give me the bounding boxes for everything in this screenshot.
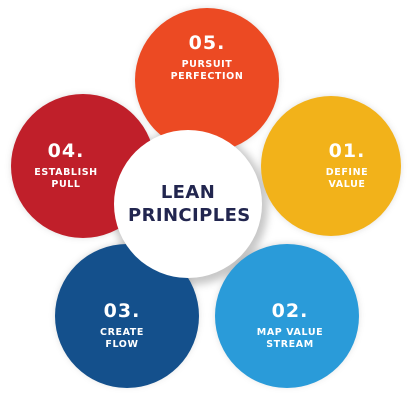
principle-number: 02. — [271, 299, 309, 322]
principle-number: 03. — [103, 299, 141, 322]
principle-label-line2: STREAM — [266, 338, 314, 350]
center-title: LEAN PRINCIPLES — [128, 181, 251, 227]
principle-label-line1: CREATE — [100, 326, 144, 338]
principle-number: 05. — [188, 31, 226, 54]
principle-label-line2: PERFECTION — [170, 70, 244, 82]
principle-label-line1: ESTABLISH — [34, 166, 98, 178]
principle-label-line1: MAP VALUE — [256, 326, 324, 338]
center-title-line1: LEAN — [160, 182, 216, 203]
principle-02-map-value-stream: 02. MAP VALUE STREAM — [215, 244, 359, 388]
principle-label-line2: VALUE — [328, 178, 366, 190]
principle-number: 04. — [47, 139, 85, 162]
principle-number: 01. — [328, 139, 366, 162]
center-title-line2: PRINCIPLES — [128, 205, 251, 226]
center-hub: LEAN PRINCIPLES — [116, 132, 260, 276]
principle-label-line2: FLOW — [105, 338, 139, 350]
principle-label-line1: PURSUIT — [181, 58, 233, 70]
principle-01-define-value: 01. DEFINE VALUE — [261, 96, 401, 236]
principle-label-line2: PULL — [51, 178, 81, 190]
principle-label-line1: DEFINE — [325, 166, 369, 178]
principle-05-pursuit-perfection: 05. PURSUIT PERFECTION — [135, 8, 279, 152]
